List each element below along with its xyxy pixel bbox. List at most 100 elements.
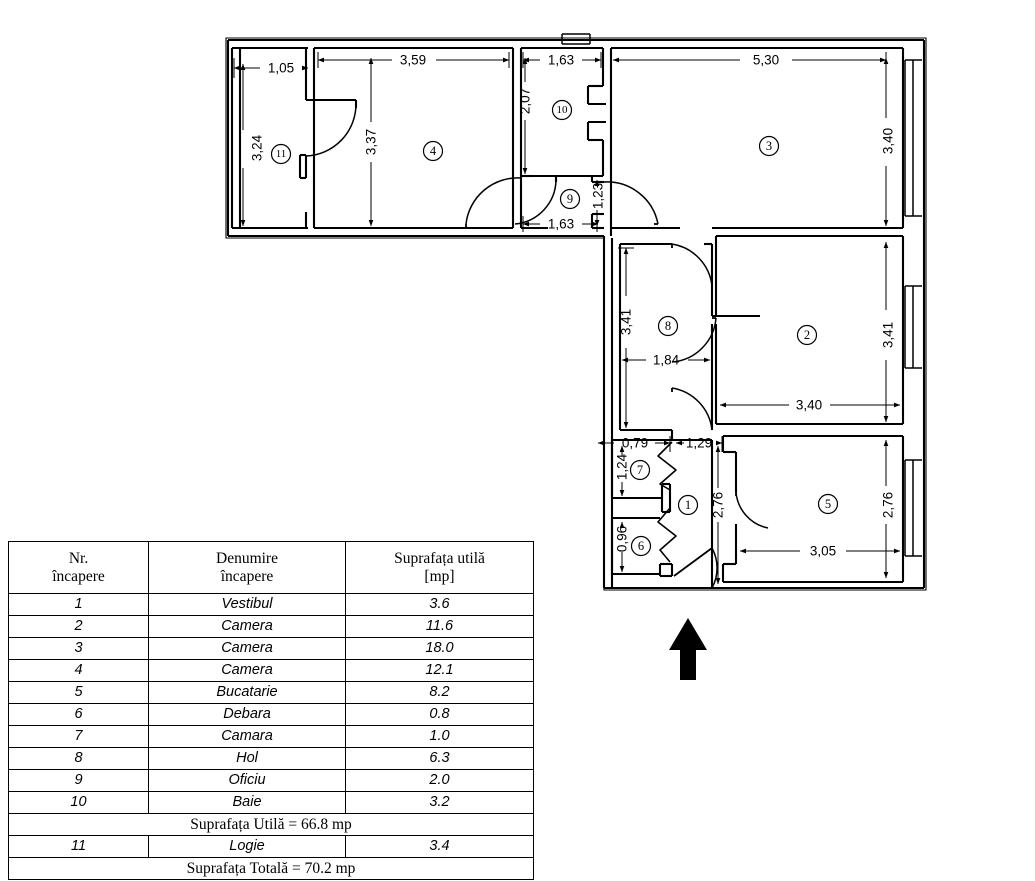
table-row: 6 Debara 0.8 (8, 703, 534, 726)
cell-area: 3.2 (345, 791, 534, 814)
north-arrow (669, 618, 707, 680)
cell-area: 3.4 (345, 835, 534, 858)
column-header-area-line1: Suprafața utilă (394, 549, 485, 567)
dim-label-room1-width: 1,29 (686, 436, 712, 451)
cell-nr: 2 (8, 615, 149, 638)
table-row: 1 Vestibul 3.6 (8, 593, 534, 616)
room-schedule: Nr. încapere Denumire încapere Suprafața… (8, 541, 534, 880)
room-marker-7: 7 (629, 459, 651, 481)
column-header-name: Denumire încapere (148, 541, 346, 594)
dim-label-room7-height: 1,24 (615, 453, 630, 480)
room-marker-11: 11 (270, 143, 292, 165)
room-marker-5: 5 (817, 493, 839, 515)
room-marker-9: 9 (559, 188, 581, 210)
summary-useful-area: Suprafața Utilă = 66.8 mp (8, 813, 534, 836)
cell-name: Bucatarie (148, 681, 346, 704)
cell-area: 3.6 (345, 593, 534, 616)
cell-name: Camara (148, 725, 346, 748)
room-marker-label-4: 4 (430, 144, 437, 158)
doors (305, 103, 769, 589)
dimension-labels: 1,05 3,24 3,59 3,37 1,63 2,07 1,63 1,23 … (250, 53, 896, 559)
column-header-area: Suprafața utilă [mp] (345, 541, 534, 594)
cell-nr: 8 (8, 747, 149, 770)
dim-label-room4-height: 3,37 (364, 129, 379, 155)
cell-nr: 5 (8, 681, 149, 704)
table-row: 4 Camera 12.1 (8, 659, 534, 682)
table-row: 9 Oficiu 2.0 (8, 769, 534, 792)
column-header-nr-line1: Nr. (68, 549, 89, 567)
column-header-area-line2: [mp] (424, 567, 455, 585)
room-marker-1: 1 (677, 494, 699, 516)
cell-nr: 11 (8, 835, 149, 858)
table-row: 10 Baie 3.2 (8, 791, 534, 814)
room-marker-2: 2 (796, 324, 818, 346)
room-marker-label-3: 3 (766, 139, 772, 153)
table-row: 2 Camera 11.6 (8, 615, 534, 638)
room-marker-label-8: 8 (665, 319, 671, 333)
dim-label-room2-width: 3,40 (796, 398, 822, 413)
dim-label-room7-width: 0,79 (622, 436, 648, 451)
cell-name: Oficiu (148, 769, 346, 792)
room-marker-label-9: 9 (567, 192, 573, 206)
cell-nr: 3 (8, 637, 149, 660)
cell-name: Camera (148, 659, 346, 682)
table-row: 3 Camera 18.0 (8, 637, 534, 660)
cell-area: 1.0 (345, 725, 534, 748)
dimension-lines (233, 52, 901, 585)
cell-nr: 9 (8, 769, 149, 792)
cell-nr: 10 (8, 791, 149, 814)
column-header-nr: Nr. încapere (8, 541, 149, 594)
cell-name: Vestibul (148, 593, 346, 616)
dim-label-room5-height: 2,76 (881, 492, 896, 518)
column-header-nr-line2: încapere (52, 567, 105, 585)
room-marker-label-10: 10 (557, 104, 569, 116)
dim-label-room6-height: 0,96 (615, 526, 630, 552)
dim-label-room5-width: 3,05 (810, 544, 836, 559)
cell-area: 2.0 (345, 769, 534, 792)
cell-name: Camera (148, 637, 346, 660)
room-marker-6: 6 (630, 535, 652, 557)
table-row: 8 Hol 6.3 (8, 747, 534, 770)
dim-label-room8-height: 3,41 (619, 309, 634, 335)
summary-row-useful-area: Suprafața Utilă = 66.8 mp (8, 813, 534, 836)
room-number-markers: 1 2 3 4 5 6 7 (270, 99, 839, 557)
table-header-row: Nr. încapere Denumire încapere Suprafața… (8, 541, 534, 594)
cell-name: Baie (148, 791, 346, 814)
room-marker-10: 10 (551, 99, 573, 121)
dim-label-room9-width: 1,63 (548, 217, 574, 232)
room-marker-label-5: 5 (825, 497, 831, 511)
room-marker-label-2: 2 (804, 328, 810, 342)
cell-area: 0.8 (345, 703, 534, 726)
cell-name: Logie (148, 835, 346, 858)
room-marker-4: 4 (422, 140, 444, 162)
cell-nr: 1 (8, 593, 149, 616)
room-marker-3: 3 (758, 135, 780, 157)
room-marker-label-1: 1 (685, 498, 691, 512)
cell-area: 8.2 (345, 681, 534, 704)
cell-name: Hol (148, 747, 346, 770)
cell-nr: 4 (8, 659, 149, 682)
dim-label-room2-height: 3,41 (881, 322, 896, 348)
cell-name: Camera (148, 615, 346, 638)
dim-label-room8-width: 1,84 (653, 353, 680, 368)
summary-total-area: Suprafața Totală = 70.2 mp (8, 857, 534, 880)
dim-label-room10-width: 1,63 (548, 53, 574, 68)
dim-label-room9-height: 1,23 (591, 183, 606, 209)
room-marker-label-7: 7 (637, 463, 643, 477)
cell-nr: 7 (8, 725, 149, 748)
dim-label-room4-width: 3,59 (400, 53, 426, 68)
dim-label-room3-height: 3,40 (881, 128, 896, 154)
building-outer-outline (225, 37, 927, 591)
dim-label-room1-height: 2,76 (711, 492, 726, 518)
cell-name: Debara (148, 703, 346, 726)
dim-label-room3-width: 5,30 (753, 53, 779, 68)
room-schedule-table: Nr. încapere Denumire încapere Suprafața… (8, 541, 534, 880)
cell-area: 6.3 (345, 747, 534, 770)
table-header: Nr. încapere Denumire încapere Suprafața… (8, 541, 534, 594)
column-header-name-line1: Denumire (216, 549, 278, 567)
dim-label-logie-width: 1,05 (268, 61, 294, 76)
table-row: 7 Camara 1.0 (8, 725, 534, 748)
room-marker-label-11: 11 (276, 148, 287, 160)
